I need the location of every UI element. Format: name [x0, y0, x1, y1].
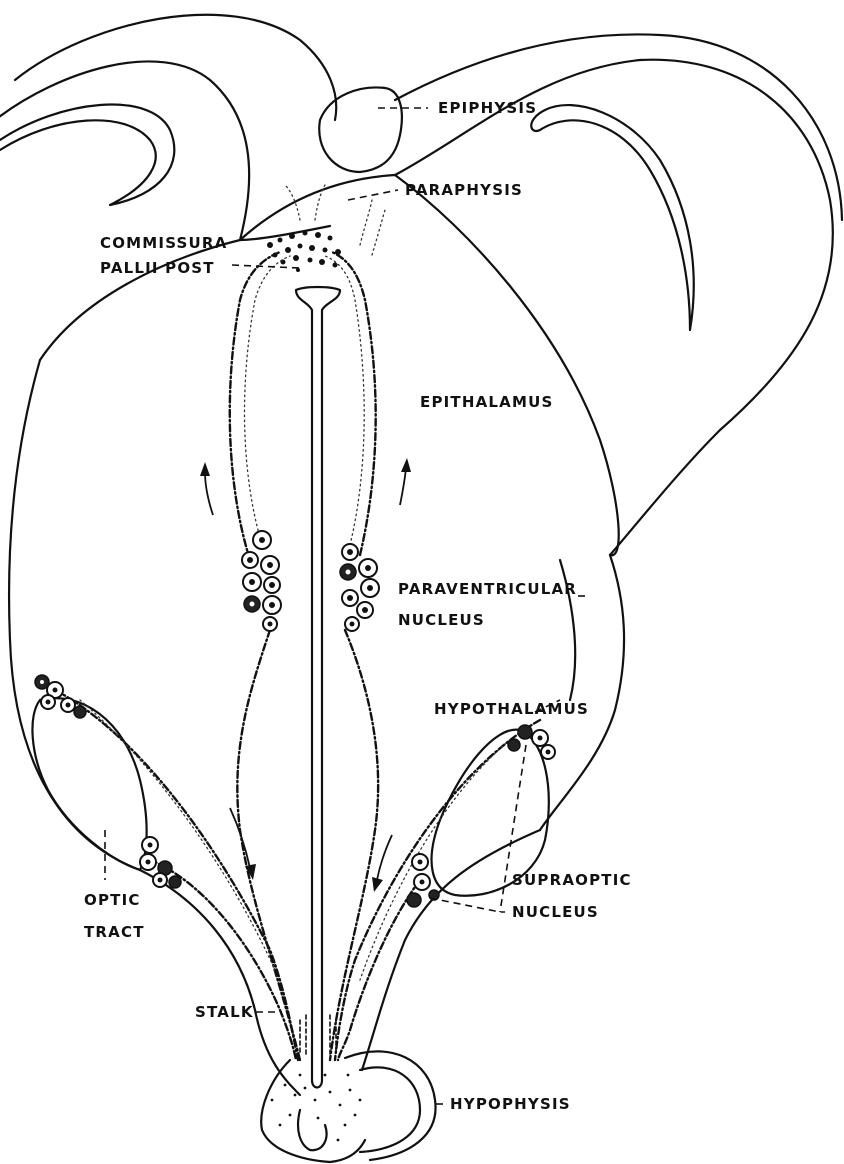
cell-cluster-left-lower: [140, 837, 181, 888]
label-commissura-line1: COMMISSURA: [100, 234, 227, 252]
label-optic-line1: OPTIC: [84, 891, 141, 909]
label-epithalamus: EPITHALAMUS: [420, 393, 554, 411]
label-supraoptic-line1: SUPRAOPTIC: [512, 871, 632, 889]
label-paraventricular-line1: PARAVENTRICULAR: [398, 580, 577, 598]
paraventricular-nucleus-right: [340, 544, 379, 631]
arrow-up-right: [400, 458, 411, 505]
commissura-cluster: [267, 231, 341, 273]
posterior-lobe-stipple: [271, 1074, 362, 1142]
supraoptic-tracts: [55, 690, 540, 1060]
third-ventricle: [296, 287, 340, 1088]
arrow-down-right: [372, 835, 392, 892]
label-epiphysis: EPIPHYSIS: [438, 99, 537, 117]
label-supraoptic-line2: NUCLEUS: [512, 903, 599, 921]
arrow-down-left: [230, 808, 256, 880]
label-hypothalamus: HYPOTHALAMUS: [434, 700, 589, 718]
label-paraphysis: PARAPHYSIS: [405, 181, 523, 199]
flow-arrows: [200, 458, 411, 892]
label-optic-line2: TRACT: [84, 923, 145, 941]
label-paraventricular-line2: NUCLEUS: [398, 611, 485, 629]
label-commissura-line2: PALLII POST: [100, 259, 215, 277]
arrow-up-left: [200, 462, 213, 515]
paraventricular-nucleus-left: [242, 531, 281, 631]
label-stalk: STALK: [195, 1003, 254, 1021]
hypophysis: [261, 1051, 435, 1162]
cell-cluster-left-upper: [35, 675, 86, 718]
paraventricular-tracts: [230, 185, 385, 1060]
label-hypophysis: HYPOPHYSIS: [450, 1095, 571, 1113]
